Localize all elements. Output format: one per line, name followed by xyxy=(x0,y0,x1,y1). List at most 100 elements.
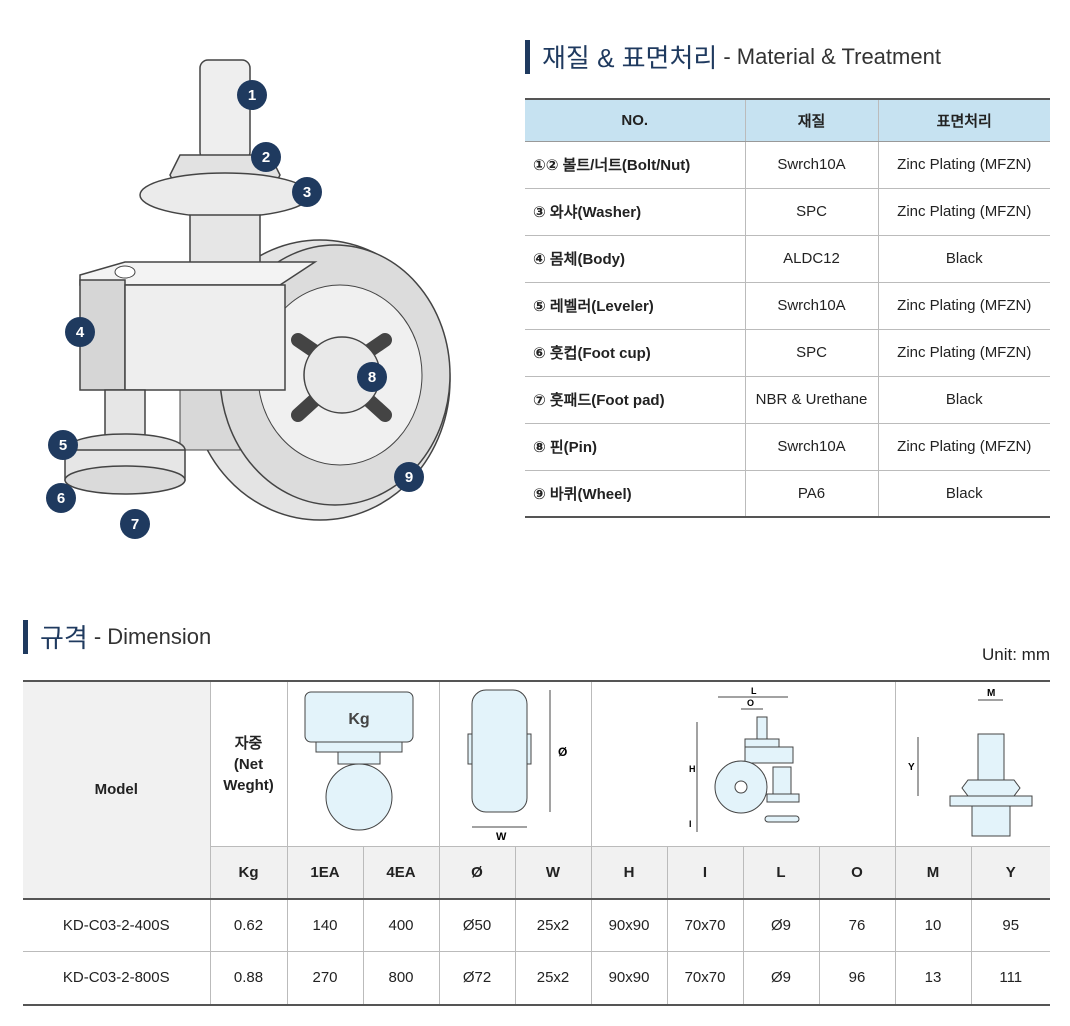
cell-model: KD-C03-2-800S xyxy=(23,951,211,1006)
part-name: ⑤ 레벨러(Leveler) xyxy=(525,282,745,330)
sub-header-1ea: 1EA xyxy=(286,846,364,899)
sub-header-kg: Kg xyxy=(209,846,288,899)
bolt xyxy=(199,59,251,161)
caster-illustration: 1 2 3 4 5 6 7 8 9 xyxy=(46,59,451,539)
cell-l: Ø9 xyxy=(742,897,820,952)
cell-diameter: Ø72 xyxy=(438,951,516,1006)
dimension-title-ko: 규격 xyxy=(40,623,88,653)
svg-text:5: 5 xyxy=(59,437,67,454)
weight-plate xyxy=(315,741,403,753)
thread-nut xyxy=(961,779,1021,797)
callout-5: 5 xyxy=(48,430,78,460)
washer xyxy=(139,172,311,218)
part-treatment: Zinc Plating (MFZN) xyxy=(877,188,1050,236)
dimension-table: Model 자중 (Net Weght) Kg xyxy=(23,680,1050,1006)
callout-9: 9 xyxy=(394,462,424,492)
wheel-hub-right xyxy=(526,733,532,765)
width-label: W xyxy=(496,831,507,842)
cell-load-1ea: 140 xyxy=(286,897,364,952)
part-material: Swrch10A xyxy=(744,141,878,189)
part-treatment: Zinc Plating (MFZN) xyxy=(877,282,1050,330)
diameter-label: Ø xyxy=(558,745,567,759)
header-no: NO. xyxy=(525,98,745,142)
l-label: L xyxy=(751,686,757,696)
bolt-shape xyxy=(756,716,768,740)
thread-stem xyxy=(971,805,1011,837)
part-name: ①② 볼트/너트(Bolt/Nut) xyxy=(525,141,745,189)
i-label: I xyxy=(689,819,692,829)
cell-w: 25x2 xyxy=(514,897,592,952)
svg-text:1: 1 xyxy=(248,87,256,104)
header-material: 재질 xyxy=(744,98,878,142)
o-label: O xyxy=(747,698,754,708)
thread-bolt xyxy=(977,733,1005,781)
dimension-title-en: - Dimension xyxy=(93,623,212,649)
wheel-size-diagram: Ø W xyxy=(438,680,592,847)
wheel-side-view xyxy=(471,689,528,813)
part-name: ③ 와샤(Washer) xyxy=(525,188,745,236)
material-table-header: NO. 재질 표면처리 xyxy=(525,98,1050,142)
foot-pad xyxy=(64,465,186,495)
cell-weight: 0.88 xyxy=(209,951,288,1006)
part-material: ALDC12 xyxy=(744,235,878,283)
body-hole xyxy=(114,265,136,279)
cell-l: Ø9 xyxy=(742,951,820,1006)
stem-nut xyxy=(189,214,261,266)
cell-m: 10 xyxy=(894,897,972,952)
body-shape xyxy=(744,746,794,764)
sub-header-o: O xyxy=(818,846,896,899)
cell-model: KD-C03-2-400S xyxy=(23,897,211,952)
height-diagram: L O H I xyxy=(590,680,896,847)
weight-line-2: (Net xyxy=(233,755,264,773)
load-diagram: Kg xyxy=(286,680,440,847)
dimension-diagram-row: Model 자중 (Net Weght) Kg xyxy=(23,680,1050,899)
part-treatment: Black xyxy=(877,376,1050,424)
sub-header-y: Y xyxy=(970,846,1050,899)
sub-header-i: I xyxy=(666,846,744,899)
thread-diagram-svg: M Y xyxy=(908,688,1033,837)
svg-text:9: 9 xyxy=(405,469,413,486)
part-treatment: Black xyxy=(877,470,1050,518)
svg-text:6: 6 xyxy=(57,490,65,507)
part-material: PA6 xyxy=(744,470,878,518)
svg-text:8: 8 xyxy=(368,369,376,386)
washer-shape xyxy=(744,738,780,748)
weight-line-3: Weght) xyxy=(223,776,274,794)
sub-header-w: W xyxy=(514,846,592,899)
sub-header-m: M xyxy=(894,846,972,899)
part-name: ⑦ 훗패드(Foot pad) xyxy=(525,376,745,424)
foot-pad-shape xyxy=(764,815,800,823)
weight-wheel xyxy=(325,763,393,831)
svg-text:7: 7 xyxy=(131,516,139,533)
callout-3: 3 xyxy=(292,177,322,207)
h-label: H xyxy=(689,764,696,774)
sub-header-l: L xyxy=(742,846,820,899)
callout-7: 7 xyxy=(120,509,150,539)
cell-w: 25x2 xyxy=(514,951,592,1006)
dimension-subheader-row: Kg 1EA 4EA Ø W H I L O M Y xyxy=(23,846,1050,899)
wheel-hub-left xyxy=(467,733,473,765)
header-treatment: 표면처리 xyxy=(877,98,1050,142)
wheel-spokes xyxy=(291,333,392,422)
cell-m: 13 xyxy=(894,951,972,1006)
part-name: ⑧ 핀(Pin) xyxy=(525,423,745,471)
y-label: Y xyxy=(908,762,915,773)
part-name: ④ 몸체(Body) xyxy=(525,235,745,283)
axle-shape xyxy=(734,780,748,794)
table-row: KD-C03-2-400S 0.62 140 400 Ø50 25x2 90x9… xyxy=(23,897,1050,952)
cell-i: 70x70 xyxy=(666,897,744,952)
material-section-title: 재질 & 표면처리 - Material & Treatment xyxy=(525,38,941,75)
cell-y: 111 xyxy=(970,951,1050,1006)
cell-y: 95 xyxy=(970,897,1050,952)
part-material: NBR & Urethane xyxy=(744,376,878,424)
unit-label: Unit: mm xyxy=(982,645,1050,664)
foot-shape xyxy=(766,793,800,803)
kg-label: Kg xyxy=(348,711,369,728)
cell-i: 70x70 xyxy=(666,951,744,1006)
